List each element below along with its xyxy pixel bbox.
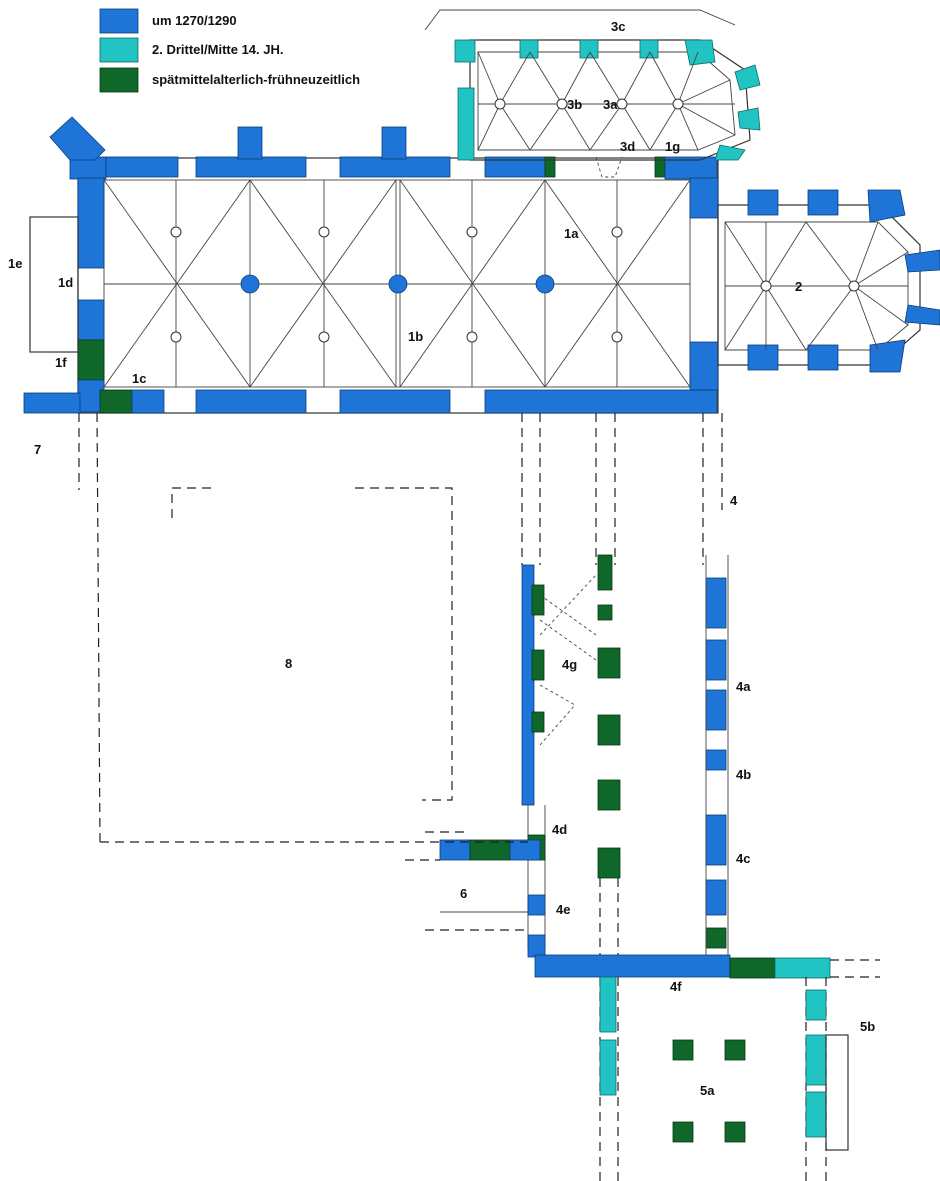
label-4b: 4b <box>736 767 751 782</box>
label-4g: 4g <box>562 657 577 672</box>
label-6: 6 <box>460 886 467 901</box>
legend-label-1270: um 1270/1290 <box>152 13 237 28</box>
label-4f: 4f <box>670 979 682 994</box>
label-2: 2 <box>795 279 802 294</box>
nave <box>23 116 719 414</box>
label-3d: 3d <box>620 139 635 154</box>
label-3a: 3a <box>603 97 618 112</box>
label-4a: 4a <box>736 679 751 694</box>
room-labels: 1a 1b 1c 1d 1e 1f 1g 2 3a 3b 3c 3d 4 4a … <box>8 19 875 1098</box>
label-8: 8 <box>285 656 292 671</box>
label-3c: 3c <box>611 19 625 34</box>
legend-label-14jh: 2. Drittel/Mitte 14. JH. <box>152 42 283 57</box>
chapter-house <box>599 976 849 1181</box>
label-7: 7 <box>34 442 41 457</box>
label-1f: 1f <box>55 355 67 370</box>
label-1g: 1g <box>665 139 680 154</box>
north-chapel <box>424 9 761 178</box>
legend-swatch-1270 <box>99 8 139 34</box>
label-1a: 1a <box>564 226 579 241</box>
dashed-outlines <box>78 412 528 843</box>
label-1e: 1e <box>8 256 22 271</box>
legend-label-late: spätmittelalterlich-frühneuzeitlich <box>152 72 360 87</box>
cloister-range <box>405 413 880 979</box>
legend-swatch-late <box>99 67 139 93</box>
label-3b: 3b <box>567 97 582 112</box>
choir <box>717 189 940 373</box>
label-4e: 4e <box>556 902 570 917</box>
legend-swatch-14jh <box>99 37 139 63</box>
label-1b: 1b <box>408 329 423 344</box>
label-1c: 1c <box>132 371 146 386</box>
label-5a: 5a <box>700 1083 715 1098</box>
label-4c: 4c <box>736 851 750 866</box>
label-4d: 4d <box>552 822 567 837</box>
legend: um 1270/1290 2. Drittel/Mitte 14. JH. sp… <box>99 8 360 93</box>
label-4: 4 <box>730 493 738 508</box>
label-5b: 5b <box>860 1019 875 1034</box>
label-1d: 1d <box>58 275 73 290</box>
